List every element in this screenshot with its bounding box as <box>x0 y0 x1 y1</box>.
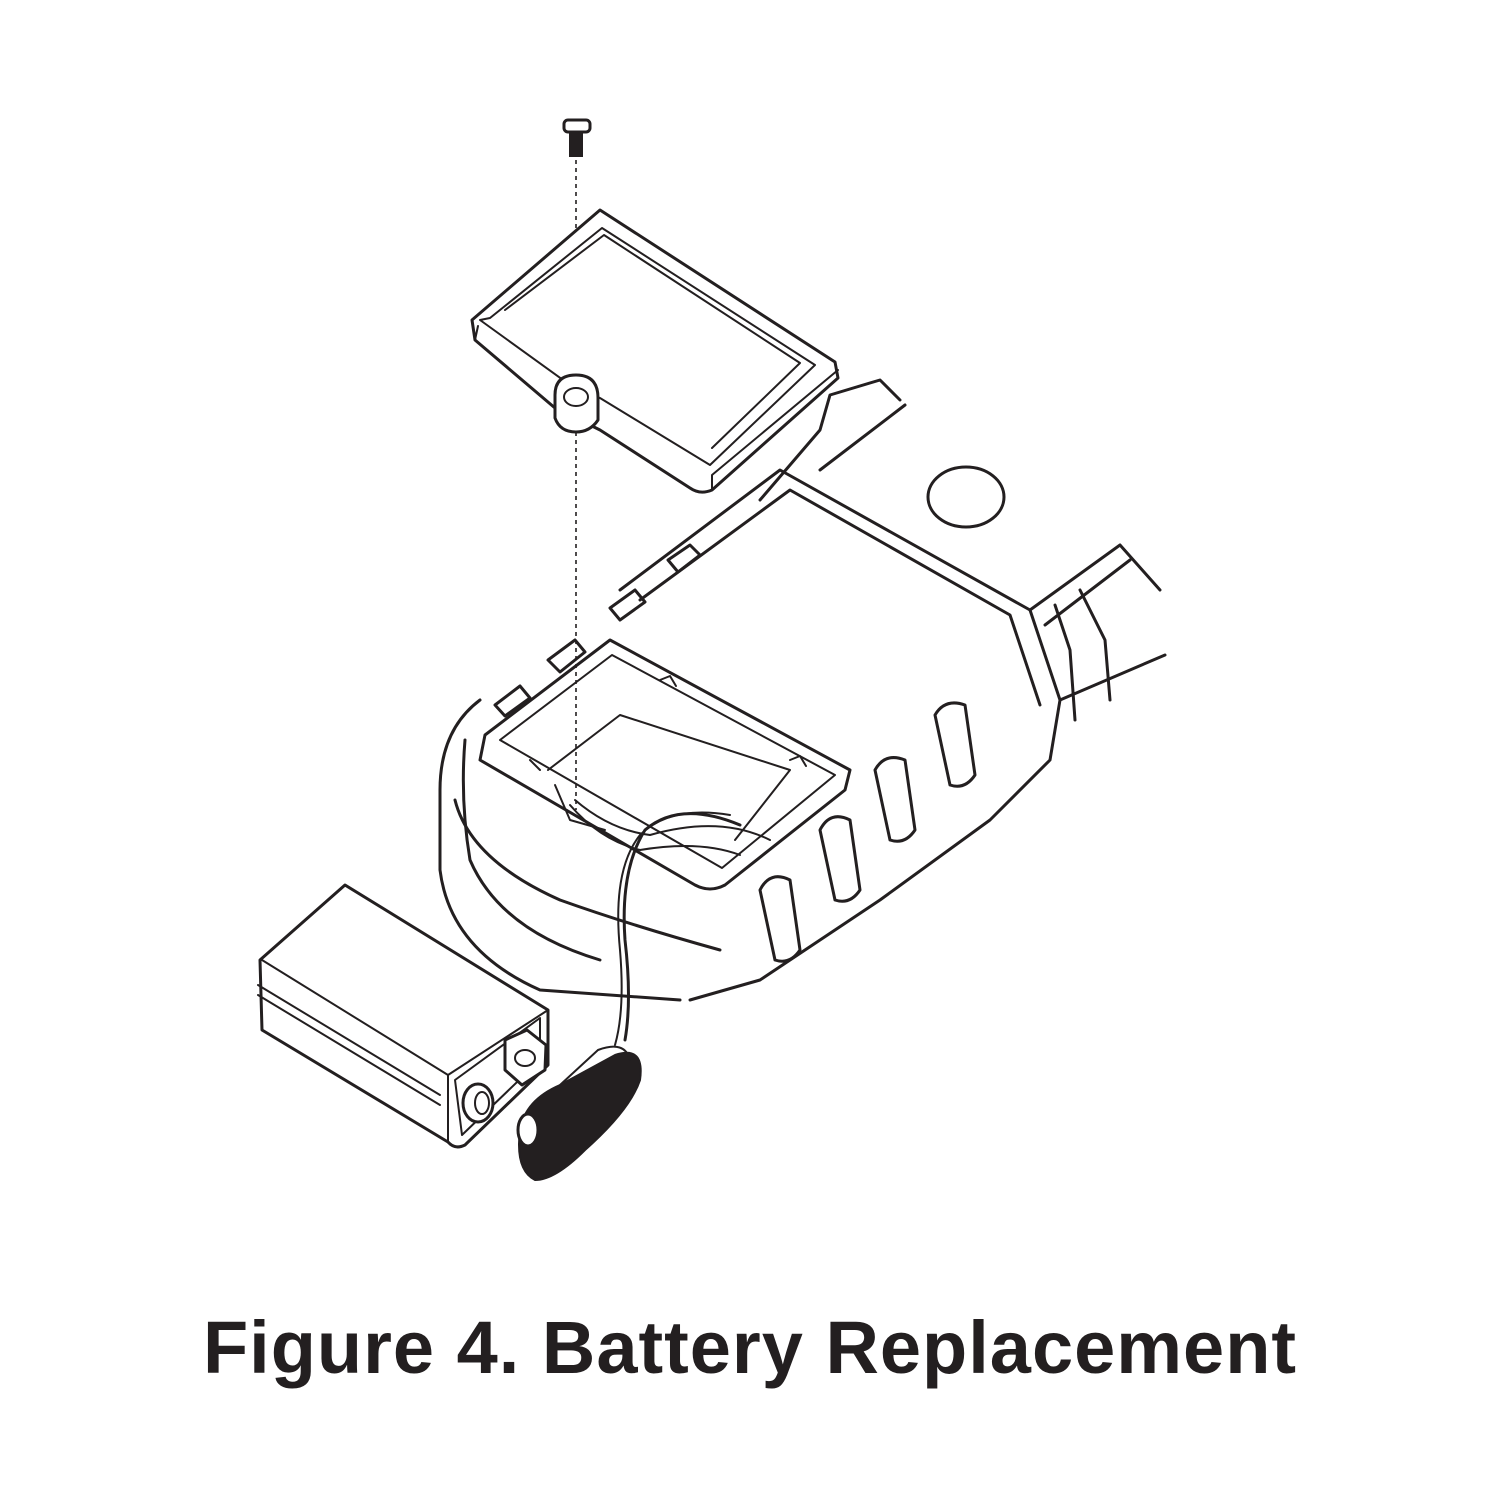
screw-icon <box>562 118 592 157</box>
battery-snap-connector-icon <box>516 799 771 1182</box>
battery-compartment-icon <box>478 638 852 891</box>
meter-body-icon <box>438 378 1167 1002</box>
battery-cover-icon <box>470 208 840 494</box>
9v-battery-icon <box>257 883 550 1149</box>
figure-caption: Figure 4. Battery Replacement <box>202 1306 1298 1389</box>
